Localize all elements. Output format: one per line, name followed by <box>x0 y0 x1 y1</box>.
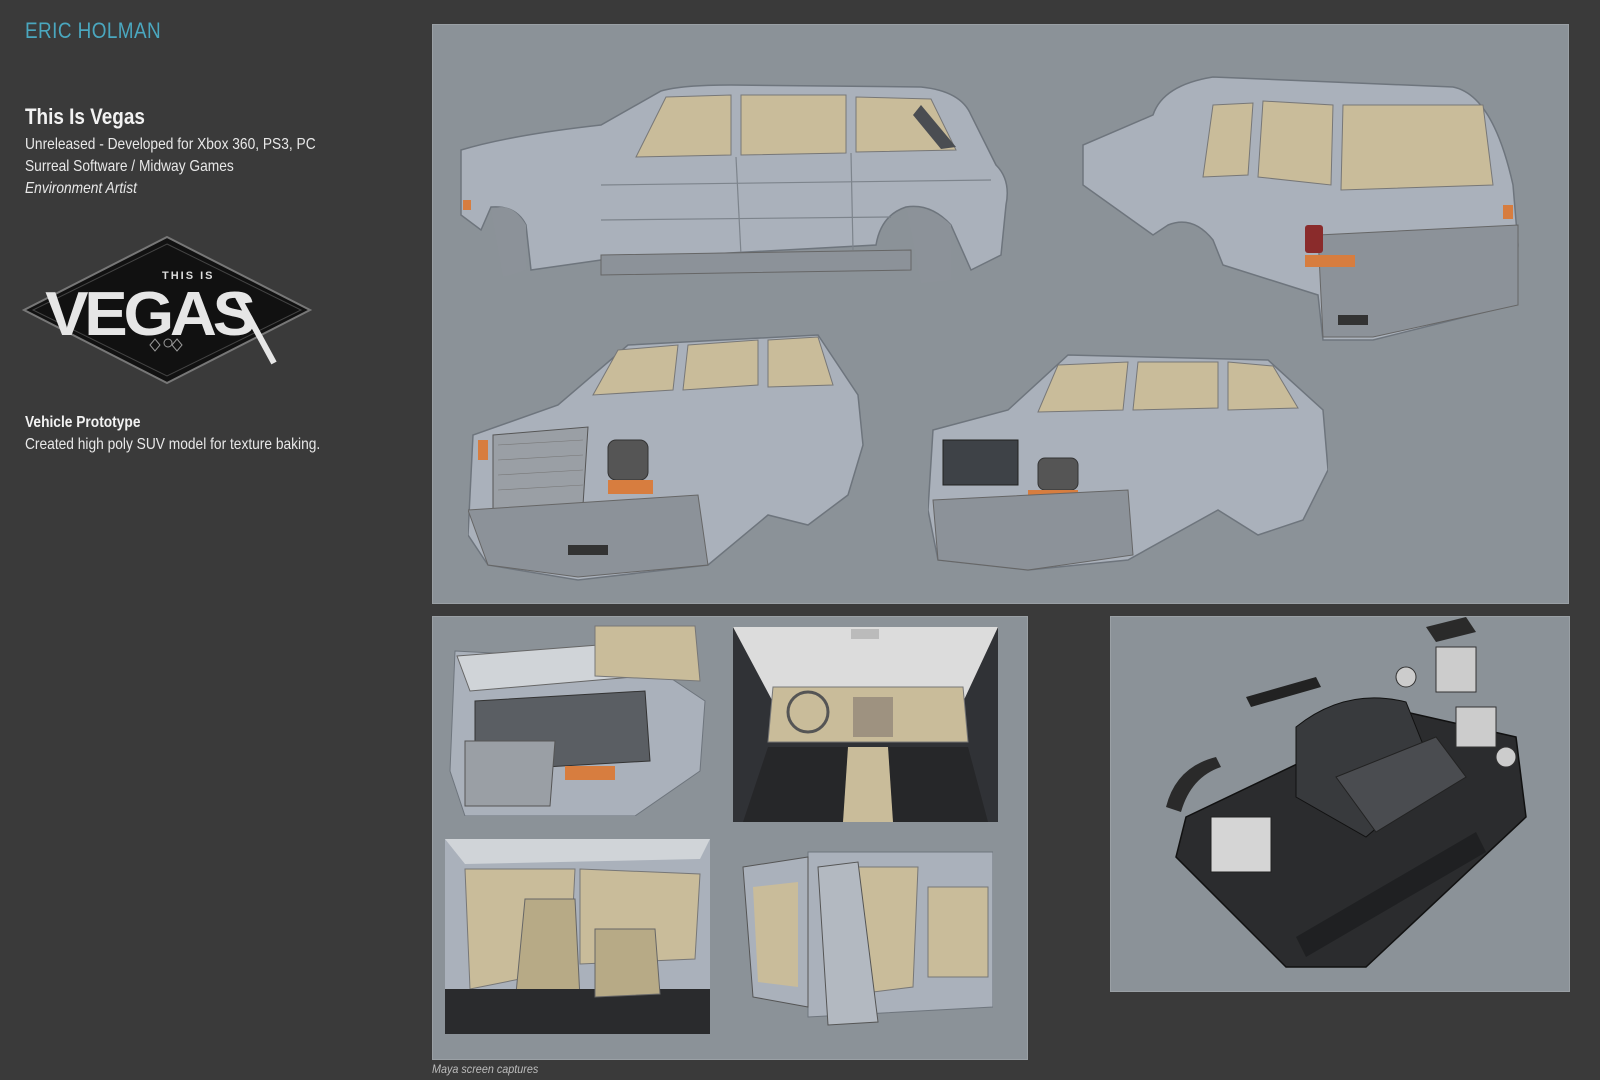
description: Vehicle Prototype Created high poly SUV … <box>25 412 405 456</box>
description-title: Vehicle Prototype <box>25 414 141 431</box>
suv-rear-view <box>1073 65 1523 355</box>
info-column: ERIC HOLMAN This Is Vegas Unreleased - D… <box>21 0 405 1080</box>
game-logo: THIS IS VEGAS <box>21 235 313 385</box>
project-title: This Is Vegas <box>25 104 145 129</box>
logo-small-text: THIS IS <box>162 270 215 282</box>
logo-big-text: VEGAS <box>45 279 254 348</box>
open-doors-view <box>738 847 993 1027</box>
interior-views-panel <box>432 616 1028 1060</box>
seat-assembly-view <box>1146 617 1546 987</box>
front-seats-view <box>445 839 710 1034</box>
interior-parts-panel <box>1110 616 1570 992</box>
project-info: This Is Vegas Unreleased - Developed for… <box>25 104 405 200</box>
vehicle-views-panel <box>432 24 1569 604</box>
description-text: Created high poly SUV model for texture … <box>25 436 321 453</box>
project-role: Environment Artist <box>25 180 137 197</box>
suv-side-view <box>451 55 1021 285</box>
artist-name: ERIC HOLMAN <box>25 18 162 43</box>
engine-bay-view <box>445 621 710 816</box>
dashboard-view <box>733 627 998 822</box>
suv-front-right-view <box>928 350 1328 575</box>
gallery-caption: Maya screen captures <box>432 1062 539 1076</box>
suv-front-left-view <box>468 315 868 585</box>
project-studio: Surreal Software / Midway Games <box>25 158 234 175</box>
project-status: Unreleased - Developed for Xbox 360, PS3… <box>25 136 316 153</box>
